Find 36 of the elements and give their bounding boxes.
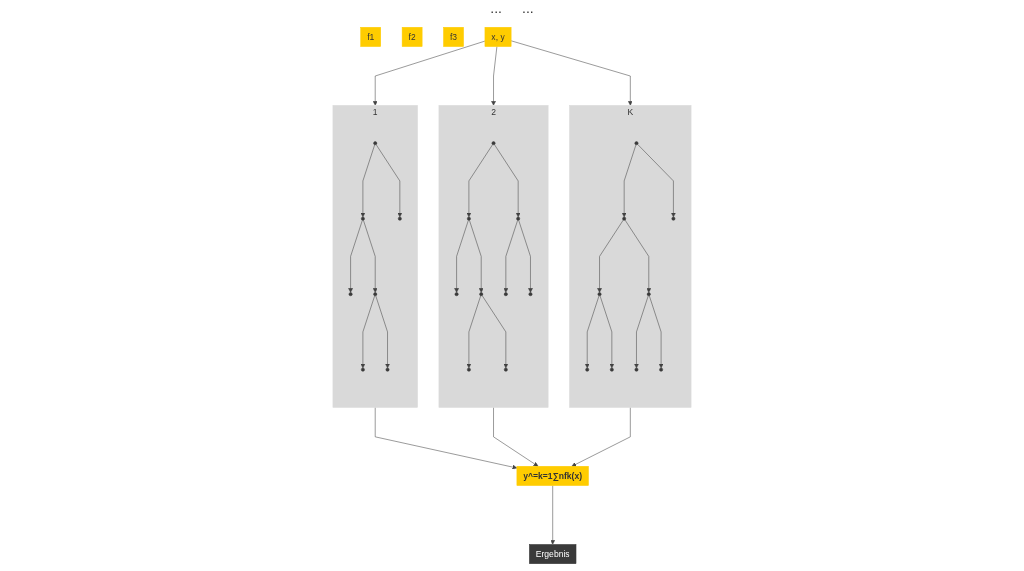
node-circle (503, 367, 508, 372)
node-circle (646, 292, 651, 297)
node-box: f2 (401, 27, 423, 47)
node-circle (585, 367, 590, 372)
node-circle (373, 141, 378, 146)
node-circle (454, 292, 459, 297)
ellipsis-note: ... (490, 0, 502, 18)
node-circle (659, 367, 663, 372)
node-box: y^=k=1∑nfk(x) (516, 466, 589, 486)
node-circle (373, 292, 378, 297)
node-circle (634, 141, 639, 146)
cluster: 1 (332, 105, 418, 408)
node-box: f1 (360, 27, 381, 47)
node-circle (622, 216, 627, 221)
node-box: Ergebnis (529, 544, 577, 564)
node-circle (385, 367, 390, 372)
node-circle (479, 292, 484, 297)
node-circle (348, 292, 353, 297)
node-circle (671, 216, 676, 221)
node-circle (467, 216, 471, 221)
node-circle (609, 367, 614, 372)
node-circle (634, 367, 639, 372)
node-circle (597, 292, 602, 297)
node-circle (516, 216, 521, 221)
cluster: K (569, 105, 692, 408)
node-circle (397, 216, 402, 221)
ellipsis-note: ... (522, 0, 534, 18)
node-circle (467, 367, 471, 372)
cluster: 2 (438, 105, 549, 408)
node-box: f3 (443, 27, 464, 47)
node-circle (491, 141, 496, 146)
node-box: x, y (484, 27, 512, 47)
node-circle (361, 216, 365, 221)
node-circle (528, 292, 533, 297)
node-circle (503, 292, 508, 297)
node-circle (361, 367, 365, 372)
